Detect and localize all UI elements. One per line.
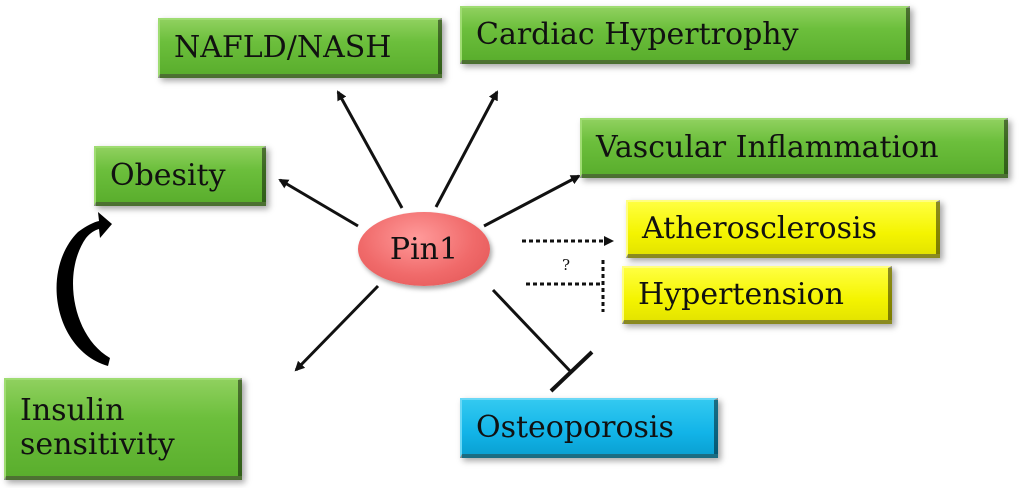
inhibit-bar-osteoporosis [549,350,594,393]
box-nafld-nash: NAFLD/NASH [158,18,442,78]
box-insulin-sensitivity: Insulin sensitivity [4,378,242,480]
label-cardiac-hypertrophy: Cardiac Hypertrophy [476,16,799,52]
curved-arrow-insulin-to-obesity [56,212,112,366]
label-nafld-nash: NAFLD/NASH [174,29,392,65]
box-vascular-inflammation: Vascular Inflammation [580,118,1008,178]
inhibit-line-osteoporosis [491,288,573,374]
question-mark-annotation: ? [562,256,571,274]
label-insulin-line1: Insulin [20,393,125,428]
label-vascular-inflammation: Vascular Inflammation [596,129,939,165]
arrow-to-cardiac [434,90,499,208]
box-atherosclerosis: Atherosclerosis [626,200,940,258]
box-osteoporosis: Osteoporosis [460,398,718,458]
label-obesity: Obesity [110,157,226,193]
label-hypertension: Hypertension [638,276,844,312]
box-hypertension: Hypertension [622,266,892,324]
arrow-to-vascular [483,174,581,228]
label-insulin-line2: sensitivity [20,427,175,462]
label-atherosclerosis: Atherosclerosis [642,210,878,246]
label-osteoporosis: Osteoporosis [476,409,674,445]
label-insulin-sensitivity: Insulin sensitivity [20,394,175,462]
arrow-to-insulin [294,284,380,372]
pin1-node: Pin1 [358,212,490,286]
box-obesity: Obesity [94,146,266,206]
box-cardiac-hypertrophy: Cardiac Hypertrophy [460,6,910,64]
arrow-to-obesity [278,178,359,228]
label-pin1: Pin1 [389,231,459,267]
arrow-to-nafld [336,90,404,209]
